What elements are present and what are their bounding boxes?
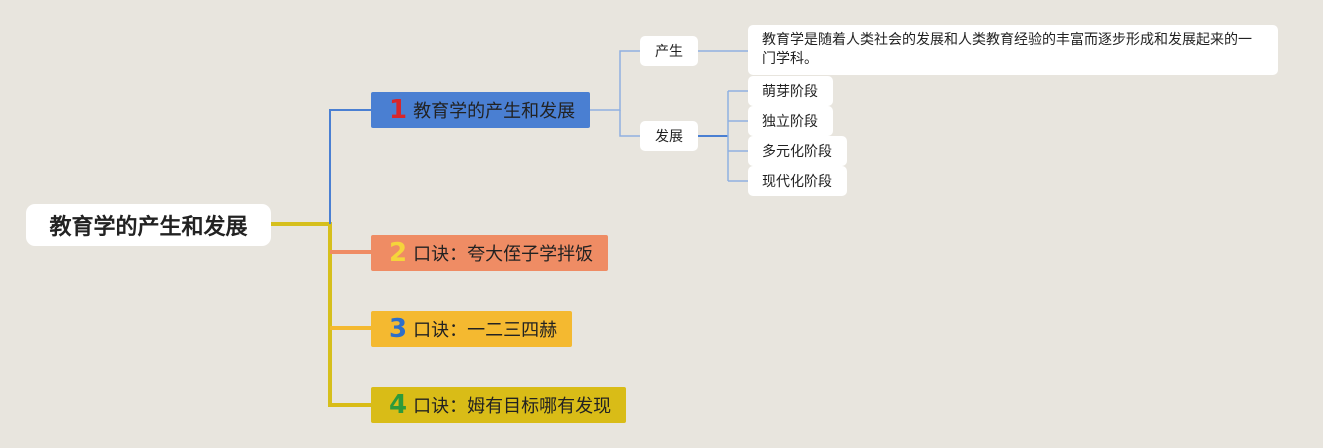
- leaf-label-stage-4: 现代化阶段: [762, 174, 832, 190]
- branch-label-4: 口诀：姆有目标哪有发现: [413, 396, 612, 417]
- branch-label-2: 口诀：夸大侄子学拌饭: [413, 244, 594, 265]
- leaf-node-stage-3[interactable]: 多元化阶段: [748, 136, 847, 166]
- leaf-node-definition[interactable]: 教育学是随着人类社会的发展和人类教育经验的丰富而逐步形成和发展起来的一门学科。: [748, 25, 1278, 75]
- leaf-label-stage-3: 多元化阶段: [762, 144, 832, 160]
- root-node[interactable]: 教育学的产生和发展: [26, 204, 271, 246]
- root-label: 教育学的产生和发展: [49, 215, 248, 240]
- leaf-label-stage-1: 萌芽阶段: [762, 84, 818, 100]
- branch-number-4: 4: [389, 390, 408, 420]
- sub-label-fazhan: 发展: [655, 129, 683, 145]
- branch-node-4[interactable]: 4 口诀：姆有目标哪有发现: [371, 387, 626, 423]
- leaf-node-stage-1[interactable]: 萌芽阶段: [748, 76, 833, 106]
- branch-node-1[interactable]: 1 教育学的产生和发展: [371, 92, 590, 128]
- sub-node-chansheng[interactable]: 产生: [640, 36, 698, 66]
- branch-label-3: 口诀：一二三四赫: [413, 320, 558, 341]
- leaf-node-stage-2[interactable]: 独立阶段: [748, 106, 833, 136]
- link-branch-1: [329, 109, 371, 224]
- branch-number-3: 3: [389, 314, 408, 344]
- branch-node-2[interactable]: 2 口诀：夸大侄子学拌饭: [371, 235, 608, 271]
- branch-number-2: 2: [389, 238, 408, 268]
- branch-label-1: 教育学的产生和发展: [413, 101, 576, 122]
- leaf-label-stage-2: 独立阶段: [762, 114, 818, 130]
- branch-number-1: 1: [389, 95, 408, 125]
- sub-label-chansheng: 产生: [655, 44, 683, 60]
- sub-node-fazhan[interactable]: 发展: [640, 121, 698, 151]
- branch-node-3[interactable]: 3 口诀：一二三四赫: [371, 311, 572, 347]
- link-fazhan: [619, 110, 640, 137]
- leaf-label-definition: 教育学是随着人类社会的发展和人类教育经验的丰富而逐步形成和发展起来的一门学科。: [762, 32, 1252, 67]
- link-chansheng: [590, 50, 640, 111]
- leaf-node-stage-4[interactable]: 现代化阶段: [748, 166, 847, 196]
